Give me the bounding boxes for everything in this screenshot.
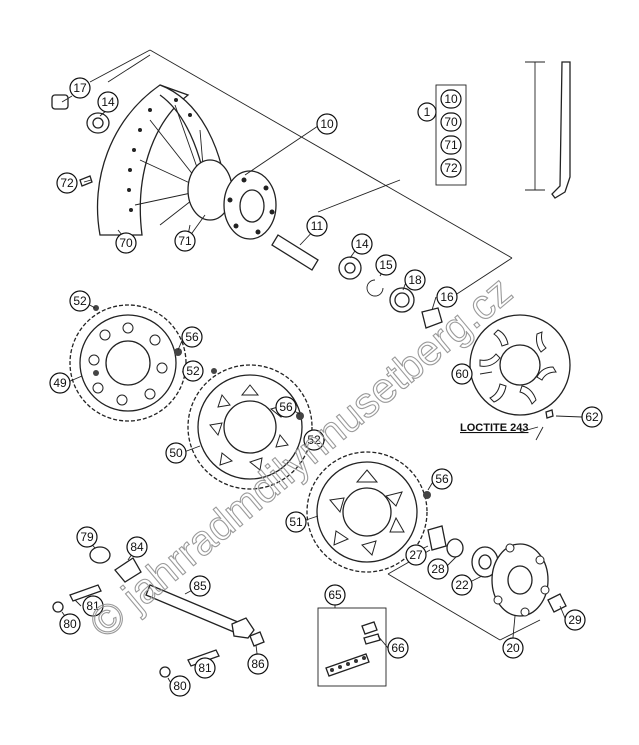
callout-81-b: 81 bbox=[194, 657, 216, 679]
callout-56-b: 56 bbox=[275, 396, 297, 418]
callout-71: 71 bbox=[174, 230, 196, 252]
callout-84: 84 bbox=[126, 536, 148, 558]
loctite-leader bbox=[519, 426, 539, 433]
svg-text:10: 10 bbox=[320, 117, 334, 131]
svg-text:16: 16 bbox=[440, 290, 454, 304]
svg-text:29: 29 bbox=[568, 613, 582, 627]
svg-text:80: 80 bbox=[173, 679, 187, 693]
svg-text:56: 56 bbox=[279, 400, 293, 414]
svg-text:18: 18 bbox=[408, 273, 422, 287]
callout-14-b: 14 bbox=[351, 233, 373, 255]
callout-80-b: 80 bbox=[169, 675, 191, 697]
sprocket-51 bbox=[306, 451, 431, 573]
callout-79: 79 bbox=[76, 526, 98, 548]
svg-text:66: 66 bbox=[391, 641, 405, 655]
svg-text:22: 22 bbox=[455, 578, 469, 592]
svg-text:15: 15 bbox=[379, 258, 393, 272]
svg-text:79: 79 bbox=[80, 530, 94, 544]
callout-49: 49 bbox=[49, 372, 71, 394]
svg-text:72: 72 bbox=[444, 161, 458, 175]
svg-text:11: 11 bbox=[311, 219, 324, 233]
svg-text:80: 80 bbox=[63, 617, 77, 631]
callout-52-b: 52 bbox=[182, 360, 204, 382]
callout-17: 17 bbox=[69, 77, 91, 99]
sprocket-49 bbox=[69, 304, 187, 422]
svg-text:71: 71 bbox=[444, 138, 458, 152]
svg-text:62: 62 bbox=[585, 410, 599, 424]
legend-item-71: 71 bbox=[440, 135, 462, 155]
callout-51: 51 bbox=[285, 511, 307, 533]
sprocket-carrier bbox=[387, 525, 567, 641]
svg-text:71: 71 bbox=[178, 234, 192, 248]
svg-text:60: 60 bbox=[455, 367, 469, 381]
callout-56-c: 56 bbox=[431, 468, 453, 490]
svg-text:17: 17 bbox=[73, 81, 87, 95]
svg-text:50: 50 bbox=[169, 446, 183, 460]
svg-text:10: 10 bbox=[444, 92, 458, 106]
callout-22: 22 bbox=[451, 574, 473, 596]
svg-text:52: 52 bbox=[307, 433, 321, 447]
svg-text:52: 52 bbox=[186, 364, 200, 378]
callout-70: 70 bbox=[115, 232, 137, 254]
callout-11: 11 bbox=[306, 215, 328, 237]
callout-81: 81 bbox=[82, 595, 104, 617]
svg-text:70: 70 bbox=[444, 115, 458, 129]
svg-text:14: 14 bbox=[101, 95, 115, 109]
svg-text:81: 81 bbox=[86, 599, 100, 613]
upper-leader-frame bbox=[89, 49, 513, 306]
callout-layer: 17 14 10 72 71 70 11 14 15 18 16 52 56 5… bbox=[49, 77, 603, 697]
legend-item-70: 70 bbox=[440, 112, 462, 132]
callout-29: 29 bbox=[564, 609, 586, 631]
callout-60: 60 bbox=[451, 363, 473, 385]
callout-14: 14 bbox=[97, 91, 119, 113]
callout-15: 15 bbox=[375, 254, 397, 276]
callout-52-c: 52 bbox=[303, 429, 325, 451]
svg-text:70: 70 bbox=[119, 236, 133, 250]
svg-text:86: 86 bbox=[251, 657, 265, 671]
svg-text:84: 84 bbox=[130, 540, 144, 554]
callout-85: 85 bbox=[189, 575, 211, 597]
svg-text:56: 56 bbox=[435, 472, 449, 486]
svg-text:56: 56 bbox=[185, 330, 199, 344]
svg-text:49: 49 bbox=[53, 376, 67, 390]
chain-assembly bbox=[317, 607, 387, 687]
svg-text:28: 28 bbox=[431, 562, 445, 576]
svg-text:85: 85 bbox=[193, 579, 207, 593]
callout-72: 72 bbox=[56, 172, 78, 194]
callout-52: 52 bbox=[69, 290, 91, 312]
callout-10: 10 bbox=[316, 113, 338, 135]
callout-66: 66 bbox=[387, 637, 409, 659]
svg-text:51: 51 bbox=[289, 515, 303, 529]
svg-text:27: 27 bbox=[409, 548, 423, 562]
callout-27: 27 bbox=[405, 544, 427, 566]
loctite-note: LOCTITE 243 bbox=[460, 422, 528, 434]
callout-20: 20 bbox=[502, 637, 524, 659]
svg-text:65: 65 bbox=[328, 588, 342, 602]
svg-text:1: 1 bbox=[424, 105, 431, 119]
axle-assembly bbox=[52, 546, 265, 678]
svg-text:72: 72 bbox=[60, 176, 74, 190]
legend-item-72: 72 bbox=[440, 158, 462, 178]
callout-80: 80 bbox=[59, 613, 81, 635]
callout-65: 65 bbox=[324, 584, 346, 606]
upper-small-parts bbox=[51, 61, 571, 329]
callout-16: 16 bbox=[436, 286, 458, 308]
callout-62: 62 bbox=[581, 406, 603, 428]
callout-50: 50 bbox=[165, 442, 187, 464]
callout-18: 18 bbox=[404, 269, 426, 291]
svg-text:20: 20 bbox=[506, 641, 520, 655]
rear-wheel-drawing bbox=[96, 84, 277, 240]
brake-disc bbox=[469, 314, 571, 419]
legend-item-10: 10 bbox=[440, 89, 462, 109]
callout-86: 86 bbox=[247, 653, 269, 675]
svg-text:81: 81 bbox=[198, 661, 212, 675]
svg-text:14: 14 bbox=[355, 237, 369, 251]
sprocket-50 bbox=[187, 364, 325, 490]
callout-28: 28 bbox=[427, 558, 449, 580]
svg-text:52: 52 bbox=[73, 294, 87, 308]
legend-ref-1: 1 bbox=[417, 102, 437, 122]
callout-56: 56 bbox=[181, 326, 203, 348]
